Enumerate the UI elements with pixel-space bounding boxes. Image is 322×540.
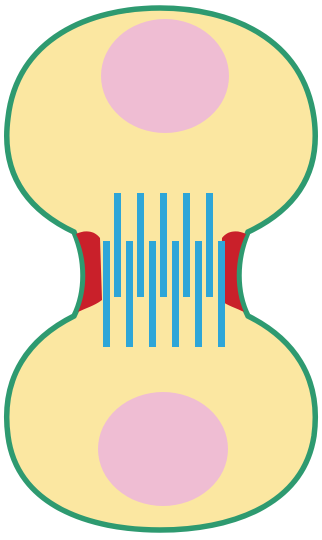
microtubule	[183, 193, 190, 297]
microtubule	[126, 241, 133, 347]
microtubule	[149, 241, 156, 347]
microtubule	[218, 241, 225, 347]
nucleus-icon	[98, 392, 228, 506]
microtubule	[137, 193, 144, 297]
microtubule	[195, 241, 202, 347]
microtubule	[114, 193, 121, 297]
microtubule	[206, 193, 213, 297]
nucleus-icon	[101, 19, 229, 133]
microtubule	[160, 193, 167, 297]
microtubule	[172, 241, 179, 347]
microtubule	[103, 241, 110, 347]
